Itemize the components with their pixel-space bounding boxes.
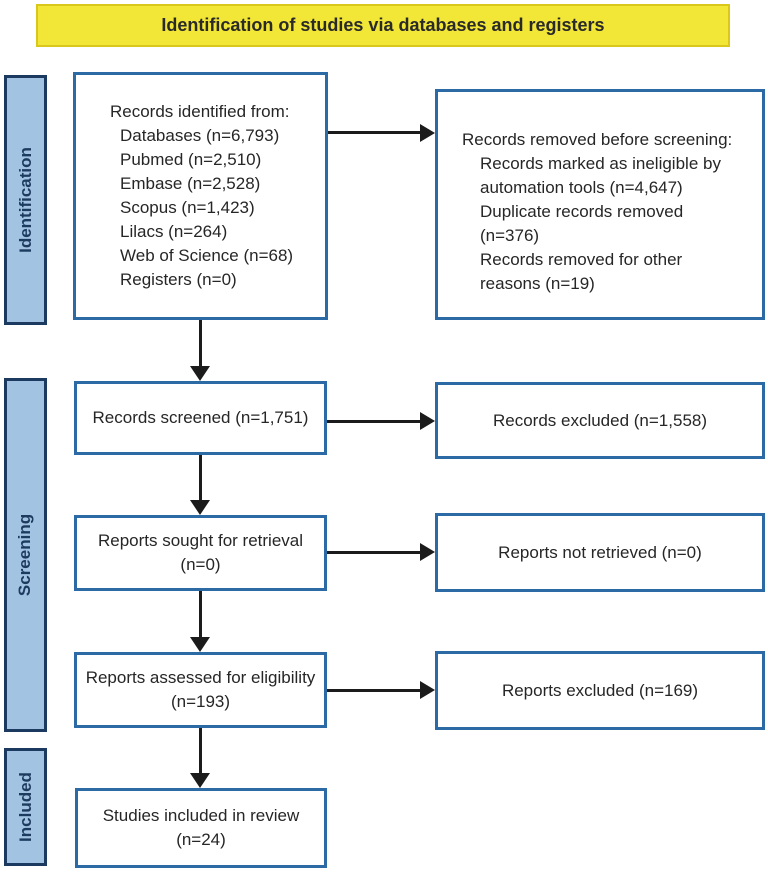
arrow-line-screened-to-excluded — [327, 420, 420, 423]
source-databases: Databases (n=6,793) — [120, 126, 280, 145]
records-removed-box: Records removed before screening: Record… — [435, 89, 765, 320]
arrowhead-assessed-to-excluded-icon — [420, 681, 435, 699]
studies-included-count: (n=24) — [176, 830, 226, 849]
source-embase: Embase (n=2,528) — [120, 174, 261, 193]
stage-screening-label: Screening — [15, 513, 35, 597]
arrow-line-assessed-to-excluded — [327, 689, 420, 692]
removed-other-reasons: Records removed for other reasons (n=19) — [480, 249, 683, 293]
arrowhead-identified-to-screened-icon — [190, 366, 210, 381]
arrowhead-identified-to-removed-icon — [420, 124, 435, 142]
title-banner: Identification of studies via databases … — [36, 4, 730, 47]
reports-sought-text: Reports sought for retrieval — [97, 531, 304, 550]
stage-screening: Screening — [4, 378, 47, 732]
reports-assessed-text: Reports assessed for eligibility — [85, 668, 316, 687]
arrow-line-screened-to-sought — [199, 455, 202, 500]
arrowhead-sought-to-assessed-icon — [190, 637, 210, 652]
source-web-of-science: Web of Science (n=68) — [120, 246, 294, 265]
records-screened-box: Records screened (n=1,751) — [74, 381, 327, 455]
removed-duplicates: Duplicate records removed (n=376) — [480, 201, 684, 245]
studies-included-box: Studies included in review (n=24) — [75, 788, 327, 868]
arrow-line-identified-to-removed — [328, 131, 420, 134]
reports-sought-box: Reports sought for retrieval (n=0) — [74, 515, 327, 591]
removed-ineligible: Records marked as ineligible by automati… — [480, 153, 721, 197]
stage-included-label: Included — [15, 772, 35, 842]
reports-sought-count: (n=0) — [180, 555, 221, 574]
records-screened-text: Records screened (n=1,751) — [92, 408, 309, 427]
reports-assessed-count: (n=193) — [170, 692, 231, 711]
diagram-title: Identification of studies via databases … — [161, 15, 605, 35]
arrowhead-assessed-to-included-icon — [190, 773, 210, 788]
reports-excluded-box: Reports excluded (n=169) — [435, 651, 765, 730]
studies-included-text: Studies included in review — [102, 806, 300, 825]
stage-included: Included — [4, 748, 47, 866]
arrow-line-sought-to-assessed — [199, 591, 202, 637]
arrowhead-sought-to-not-retrieved-icon — [420, 543, 435, 561]
source-pubmed: Pubmed (n=2,510) — [120, 150, 262, 169]
source-lilacs: Lilacs (n=264) — [120, 222, 228, 241]
records-identified-box: Records identified from: Databases (n=6,… — [73, 72, 328, 320]
stage-identification: Identification — [4, 75, 47, 325]
source-scopus: Scopus (n=1,423) — [120, 198, 255, 217]
records-removed-title: Records removed before screening: — [462, 129, 733, 149]
reports-excluded-text: Reports excluded (n=169) — [501, 680, 699, 700]
arrowhead-screened-to-excluded-icon — [420, 412, 435, 430]
records-excluded-box: Records excluded (n=1,558) — [435, 382, 765, 459]
arrow-line-assessed-to-included — [199, 728, 202, 773]
reports-assessed-box: Reports assessed for eligibility (n=193) — [74, 652, 327, 728]
reports-not-retrieved-text: Reports not retrieved (n=0) — [498, 542, 702, 562]
records-identified-title: Records identified from: — [110, 102, 290, 121]
stage-identification-label: Identification — [15, 147, 35, 253]
arrow-line-sought-to-not-retrieved — [327, 551, 420, 554]
source-registers: Registers (n=0) — [120, 270, 237, 289]
reports-not-retrieved-box: Reports not retrieved (n=0) — [435, 513, 765, 592]
arrow-line-identified-to-screened — [199, 320, 202, 367]
arrowhead-screened-to-sought-icon — [190, 500, 210, 515]
records-excluded-text: Records excluded (n=1,558) — [492, 410, 708, 430]
